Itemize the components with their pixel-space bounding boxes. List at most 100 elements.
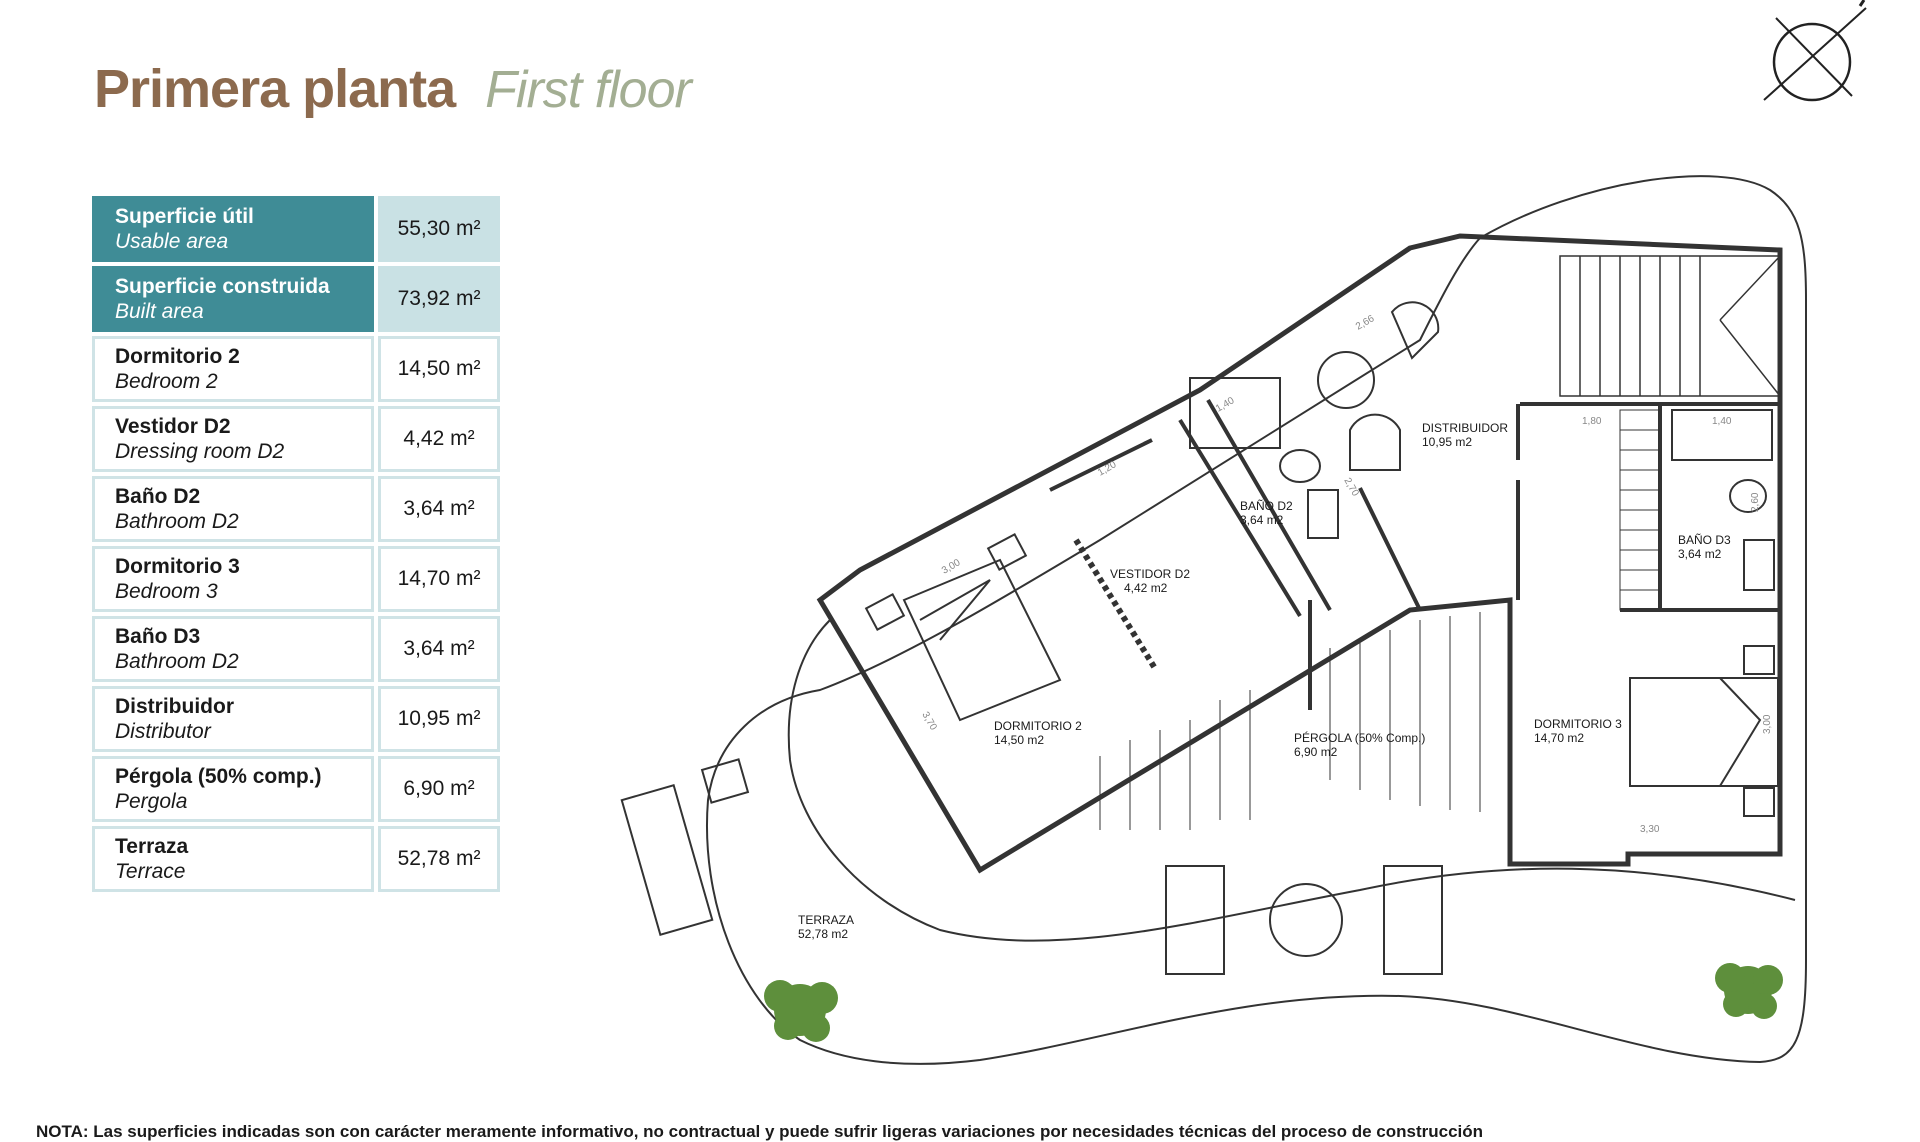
label-bano-d2: BAÑO D2 xyxy=(1240,499,1293,513)
dressing-rail-d2 xyxy=(1073,538,1159,672)
area-value: 14,70 m² xyxy=(378,546,500,612)
area-name-en: Usable area xyxy=(115,230,229,253)
shower-d3 xyxy=(1671,409,1773,461)
area-name-en: Dressing room D2 xyxy=(115,440,285,463)
north-compass-icon xyxy=(1763,0,1867,102)
sofa-left xyxy=(1165,865,1225,975)
dim-260: 2,60 xyxy=(1750,492,1761,512)
page-header: Primera planta First floor xyxy=(94,58,692,120)
dim-330: 3,30 xyxy=(1640,824,1660,835)
label-vestidor-d2: VESTIDOR D2 xyxy=(1110,567,1190,581)
dim-300-d2: 3,00 xyxy=(940,557,963,576)
sofa-right xyxy=(1383,865,1443,975)
area-value: 10,95 m² xyxy=(378,686,500,752)
bed-d2 xyxy=(864,533,1062,722)
area-name-es: Superficie construida xyxy=(115,275,330,298)
tree-left xyxy=(764,980,838,1042)
dim-266: 2,66 xyxy=(1354,313,1377,332)
terrace-inner-edge xyxy=(787,619,1796,942)
tree-right xyxy=(1715,963,1783,1019)
area-name-en: Bathroom D2 xyxy=(115,650,239,673)
area-name-es: Superficie útil xyxy=(115,205,254,228)
label-terraza: TERRAZA xyxy=(798,913,854,927)
area-bano-d2: 3,64 m2 xyxy=(1240,513,1284,527)
label-dormitorio-2: DORMITORIO 2 xyxy=(994,719,1082,733)
area-bano-d3: 3,64 m2 xyxy=(1678,547,1722,561)
dim-270: 2,70 xyxy=(1341,476,1360,499)
area-value: 55,30 m² xyxy=(378,196,500,262)
area-value: 3,64 m² xyxy=(378,616,500,682)
page-title: Primera planta xyxy=(94,59,456,119)
area-name-en: Built area xyxy=(115,300,204,323)
interior-walls xyxy=(1049,398,1780,710)
dim-370: 3,70 xyxy=(919,710,938,733)
area-name-en: Terrace xyxy=(115,860,186,883)
round-coffee-table xyxy=(1269,883,1343,957)
area-value: 4,42 m² xyxy=(378,406,500,472)
area-name-es: Pérgola (50% comp.) xyxy=(115,765,322,788)
area-pergola: 6,90 m2 xyxy=(1294,745,1338,759)
toilet-d3 xyxy=(1729,479,1767,513)
shower-d2 xyxy=(1189,377,1281,449)
area-dormitorio-2: 14,50 m2 xyxy=(994,733,1044,747)
area-name-es: Vestidor D2 xyxy=(115,415,231,438)
label-distribuidor: DISTRIBUIDOR xyxy=(1422,421,1508,435)
area-name-en: Distributor xyxy=(115,720,211,743)
area-dormitorio-3: 14,70 m2 xyxy=(1534,731,1584,745)
area-name-es: Dormitorio 2 xyxy=(115,345,240,368)
sink-d3 xyxy=(1743,539,1775,591)
label-bano-d3: BAÑO D3 xyxy=(1678,533,1731,547)
pergola-slats xyxy=(1099,612,1481,830)
area-label-cell: Pérgola (50% comp.)Pergola xyxy=(92,756,374,822)
area-value: 3,64 m² xyxy=(378,476,500,542)
label-pergola: PÉRGOLA (50% Comp.) xyxy=(1294,730,1425,745)
area-vestidor-d2: 4,42 m2 xyxy=(1124,581,1168,595)
building-walls xyxy=(816,233,1783,874)
area-value: 6,90 m² xyxy=(378,756,500,822)
floor-plan: DISTRIBUIDOR 10,95 m2 BAÑO D2 3,64 m2 VE… xyxy=(620,175,1807,1065)
area-value: 52,78 m² xyxy=(378,826,500,892)
armchair-2 xyxy=(1349,413,1401,471)
disclaimer-note: NOTA: Las superficies indicadas son con … xyxy=(36,1122,1484,1141)
area-name-en: Pergola xyxy=(115,790,188,813)
wardrobe-d3 xyxy=(1619,409,1661,611)
dim-300-d3: 3,00 xyxy=(1762,714,1773,734)
side-table xyxy=(700,758,750,804)
sink-d2 xyxy=(1307,489,1339,539)
area-name-es: Terraza xyxy=(115,835,189,858)
area-name-es: Distribuidor xyxy=(115,695,234,718)
dim-120: 1,20 xyxy=(1096,459,1119,478)
stairs xyxy=(1559,255,1781,397)
toilet-d2 xyxy=(1279,449,1321,483)
area-terraza: 52,78 m2 xyxy=(798,927,848,941)
bed-d3 xyxy=(1629,645,1779,817)
area-value: 14,50 m² xyxy=(378,336,500,402)
area-name-es: Baño D2 xyxy=(115,485,201,508)
area-name-en: Bathroom D2 xyxy=(115,510,239,533)
page-subtitle: First floor xyxy=(485,61,692,119)
dim-180: 1,80 xyxy=(1582,416,1602,427)
area-name-es: Baño D3 xyxy=(115,625,201,648)
round-table xyxy=(1317,351,1375,409)
area-name-en: Bedroom 2 xyxy=(115,370,218,393)
label-dormitorio-3: DORMITORIO 3 xyxy=(1534,717,1622,731)
